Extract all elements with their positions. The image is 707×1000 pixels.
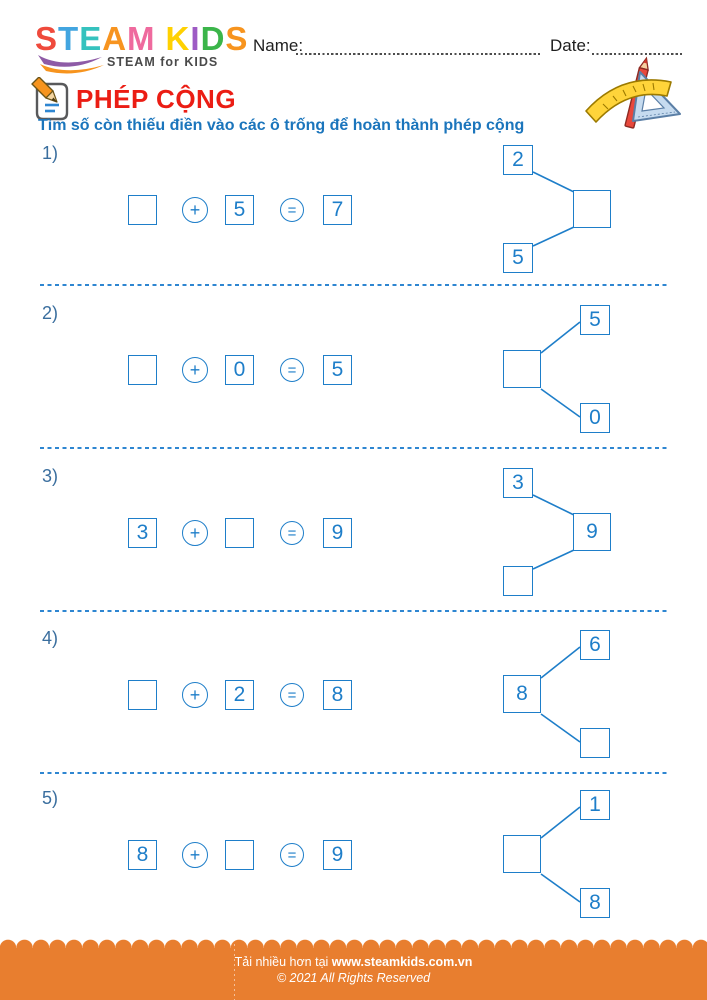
bond-part-box: 5 bbox=[580, 305, 610, 335]
number-bond: 8 6 bbox=[490, 625, 620, 765]
instruction-text: Tìm số còn thiếu điền vào các ô trống để… bbox=[38, 117, 525, 134]
bond-part-box[interactable] bbox=[580, 728, 610, 758]
footer-scallop-edge bbox=[0, 939, 707, 948]
ruler-pencil-setsquare-illustration bbox=[585, 56, 681, 129]
footer-divider-line bbox=[234, 939, 235, 1000]
equation: + 0 = 5 bbox=[128, 355, 352, 385]
bond-whole-box[interactable] bbox=[573, 190, 611, 228]
plus-icon: + bbox=[182, 520, 208, 546]
bond-connector-lines bbox=[540, 646, 581, 743]
footer-copyright: © 2021 All Rights Reserved bbox=[276, 971, 431, 985]
equals-icon: = bbox=[280, 358, 304, 382]
problem-number: 5) bbox=[42, 788, 59, 808]
date-input-line[interactable] bbox=[592, 53, 682, 55]
equation-addend-box: 5 bbox=[225, 195, 254, 225]
name-label: Name: bbox=[253, 36, 304, 55]
bond-part-box: 0 bbox=[580, 403, 610, 433]
date-label: Date: bbox=[550, 36, 591, 55]
pencil-paper-icon bbox=[31, 77, 69, 121]
equation-sum-box: 7 bbox=[323, 195, 352, 225]
dashed-separator bbox=[40, 610, 668, 612]
number-bond: 1 8 bbox=[490, 785, 620, 925]
number-bond: 3 9 bbox=[490, 463, 620, 603]
bond-part-box[interactable] bbox=[503, 566, 533, 596]
bond-part-box: 3 bbox=[503, 468, 533, 498]
problem-number: 3) bbox=[42, 466, 59, 486]
bond-whole-box: 9 bbox=[573, 513, 611, 551]
equation-sum-box: 8 bbox=[323, 680, 352, 710]
footer-band: Tải nhiều hơn tại www.steamkids.com.vn ©… bbox=[0, 948, 707, 1000]
equation-missing-box[interactable] bbox=[225, 518, 254, 548]
page-title: PHÉP CỘNG bbox=[76, 84, 237, 114]
equals-icon: = bbox=[280, 843, 304, 867]
dashed-separator bbox=[40, 284, 668, 286]
name-input-line[interactable] bbox=[296, 53, 540, 55]
problem-number: 1) bbox=[42, 143, 59, 163]
logo-letter: K bbox=[165, 20, 191, 57]
bond-connector-lines bbox=[532, 494, 575, 570]
bond-part-box: 1 bbox=[580, 790, 610, 820]
equation: + 5 = 7 bbox=[128, 195, 352, 225]
equation: 3 + = 9 bbox=[128, 518, 352, 548]
equation-addend-box: 3 bbox=[128, 518, 157, 548]
logo-letter: D bbox=[200, 20, 226, 57]
equation: + 2 = 8 bbox=[128, 680, 352, 710]
plus-icon: + bbox=[182, 357, 208, 383]
bond-part-box: 8 bbox=[580, 888, 610, 918]
logo-letter: A bbox=[102, 20, 128, 57]
number-bond: 2 5 bbox=[490, 140, 620, 280]
problem-3: 3) 3 + = 9 3 9 bbox=[0, 463, 707, 608]
footer: Tải nhiều hơn tại www.steamkids.com.vn ©… bbox=[0, 939, 707, 1000]
bond-whole-box[interactable] bbox=[503, 350, 541, 388]
equation-missing-box[interactable] bbox=[225, 840, 254, 870]
problem-4: 4) + 2 = 8 8 6 bbox=[0, 625, 707, 770]
bond-part-box: 2 bbox=[503, 145, 533, 175]
equation-addend-box: 8 bbox=[128, 840, 157, 870]
plus-icon: + bbox=[182, 197, 208, 223]
dashed-separator bbox=[40, 772, 668, 774]
equation-sum-box: 5 bbox=[323, 355, 352, 385]
problem-2: 2) + 0 = 5 5 0 bbox=[0, 300, 707, 445]
equation-sum-box: 9 bbox=[323, 518, 352, 548]
bond-connector-lines bbox=[540, 321, 581, 418]
logo-letter: M bbox=[127, 20, 156, 57]
problem-5: 5) 8 + = 9 1 8 bbox=[0, 785, 707, 930]
problem-1: 1) + 5 = 7 2 5 bbox=[0, 140, 707, 285]
bond-connector-lines bbox=[532, 171, 575, 247]
logo-swoosh-icon bbox=[38, 55, 104, 74]
equation-missing-box[interactable] bbox=[128, 355, 157, 385]
footer-text-prefix: Tải nhiều hơn tại bbox=[234, 955, 332, 969]
logo-letter: S bbox=[225, 20, 249, 57]
equation-addend-box: 2 bbox=[225, 680, 254, 710]
logo-letter: E bbox=[79, 20, 103, 57]
equals-icon: = bbox=[280, 521, 304, 545]
bond-connector-lines bbox=[540, 806, 581, 903]
plus-icon: + bbox=[182, 842, 208, 868]
logo-letter: T bbox=[58, 20, 80, 57]
problem-number: 4) bbox=[42, 628, 59, 648]
logo-letter: I bbox=[190, 20, 201, 57]
bond-whole-box: 8 bbox=[503, 675, 541, 713]
equation-missing-box[interactable] bbox=[128, 680, 157, 710]
logo-letter: S bbox=[35, 20, 59, 57]
footer-download-text: Tải nhiều hơn tại www.steamkids.com.vn bbox=[0, 955, 707, 969]
number-bond: 5 0 bbox=[490, 300, 620, 440]
dashed-separator bbox=[40, 447, 668, 449]
logo-tagline: STEAM for KIDS bbox=[107, 55, 219, 69]
plus-icon: + bbox=[182, 682, 208, 708]
bond-whole-box[interactable] bbox=[503, 835, 541, 873]
equals-icon: = bbox=[280, 198, 304, 222]
equals-icon: = bbox=[280, 683, 304, 707]
footer-website-url: www.steamkids.com.vn bbox=[331, 955, 473, 969]
problem-number: 2) bbox=[42, 303, 59, 323]
bond-part-box: 6 bbox=[580, 630, 610, 660]
equation-sum-box: 9 bbox=[323, 840, 352, 870]
equation-addend-box: 0 bbox=[225, 355, 254, 385]
bond-part-box: 5 bbox=[503, 243, 533, 273]
equation-missing-box[interactable] bbox=[128, 195, 157, 225]
equation: 8 + = 9 bbox=[128, 840, 352, 870]
